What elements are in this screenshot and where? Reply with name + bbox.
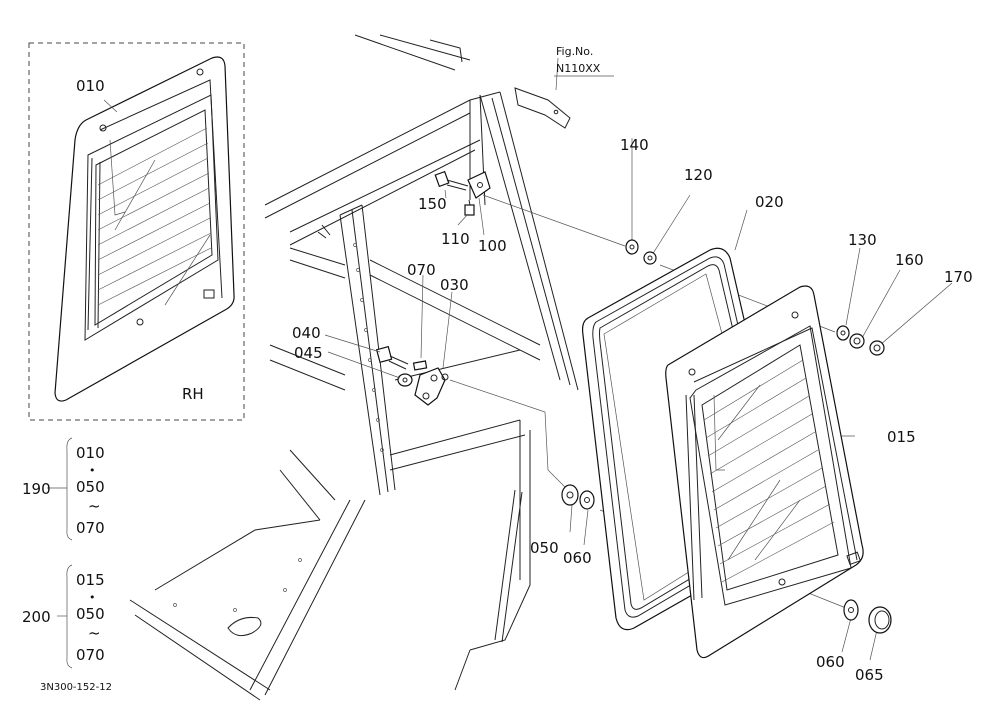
callout-030: 030 bbox=[440, 276, 469, 294]
washers bbox=[561, 239, 892, 634]
frame-holes bbox=[173, 243, 384, 612]
callout-060-a: 060 bbox=[563, 549, 592, 567]
kit-range: ~ bbox=[88, 497, 101, 515]
kit-brackets bbox=[47, 437, 73, 669]
kit-first-part: 015 bbox=[76, 571, 105, 589]
kit-first-part: 010 bbox=[76, 444, 105, 462]
callout-150: 150 bbox=[418, 195, 447, 213]
kit-last-part: 070 bbox=[76, 519, 105, 537]
callout-labels: 010 RH 140 120 020 130 160 170 150 110 1… bbox=[40, 45, 973, 693]
cab-frame bbox=[129, 34, 579, 701]
hardware-lower bbox=[375, 345, 449, 406]
callout-120: 120 bbox=[684, 166, 713, 184]
callout-040: 040 bbox=[292, 324, 321, 342]
kit-middle-part: 050 bbox=[76, 605, 105, 623]
callout-020: 020 bbox=[755, 193, 784, 211]
callout-010: 010 bbox=[76, 77, 105, 95]
kit-number: 200 bbox=[22, 608, 51, 626]
kit-dot: • bbox=[89, 464, 96, 477]
callout-060-b: 060 bbox=[816, 653, 845, 671]
glass-slats bbox=[703, 359, 835, 583]
kit-number: 190 bbox=[22, 480, 51, 498]
callout-065: 065 bbox=[855, 666, 884, 684]
callout-130: 130 bbox=[848, 231, 877, 249]
callout-045: 045 bbox=[294, 344, 323, 362]
callout-160: 160 bbox=[895, 251, 924, 269]
window-glass bbox=[665, 285, 864, 659]
kit-dot: • bbox=[89, 591, 96, 604]
kit-middle-part: 050 bbox=[76, 478, 105, 496]
kit-200: 200 015 • 050 ~ 070 bbox=[22, 571, 105, 664]
drawing-code: 3N300-152-12 bbox=[40, 682, 112, 693]
kit-190: 190 010 • 050 ~ 070 bbox=[22, 444, 105, 537]
hardware-upper bbox=[434, 170, 491, 216]
callout-050: 050 bbox=[530, 539, 559, 557]
kit-last-part: 070 bbox=[76, 646, 105, 664]
callout-110: 110 bbox=[441, 230, 470, 248]
callout-140: 140 bbox=[620, 136, 649, 154]
fig-no-label: Fig.No. bbox=[556, 45, 593, 58]
callout-015: 015 bbox=[887, 428, 916, 446]
fig-no-value: N110XX bbox=[556, 62, 601, 75]
inset-glass-slats bbox=[97, 127, 212, 306]
inset-rh bbox=[28, 42, 245, 421]
callout-100: 100 bbox=[478, 237, 507, 255]
callout-170: 170 bbox=[944, 268, 973, 286]
callout-070: 070 bbox=[407, 261, 436, 279]
kit-range: ~ bbox=[88, 624, 101, 642]
inset-label: RH bbox=[182, 385, 204, 403]
